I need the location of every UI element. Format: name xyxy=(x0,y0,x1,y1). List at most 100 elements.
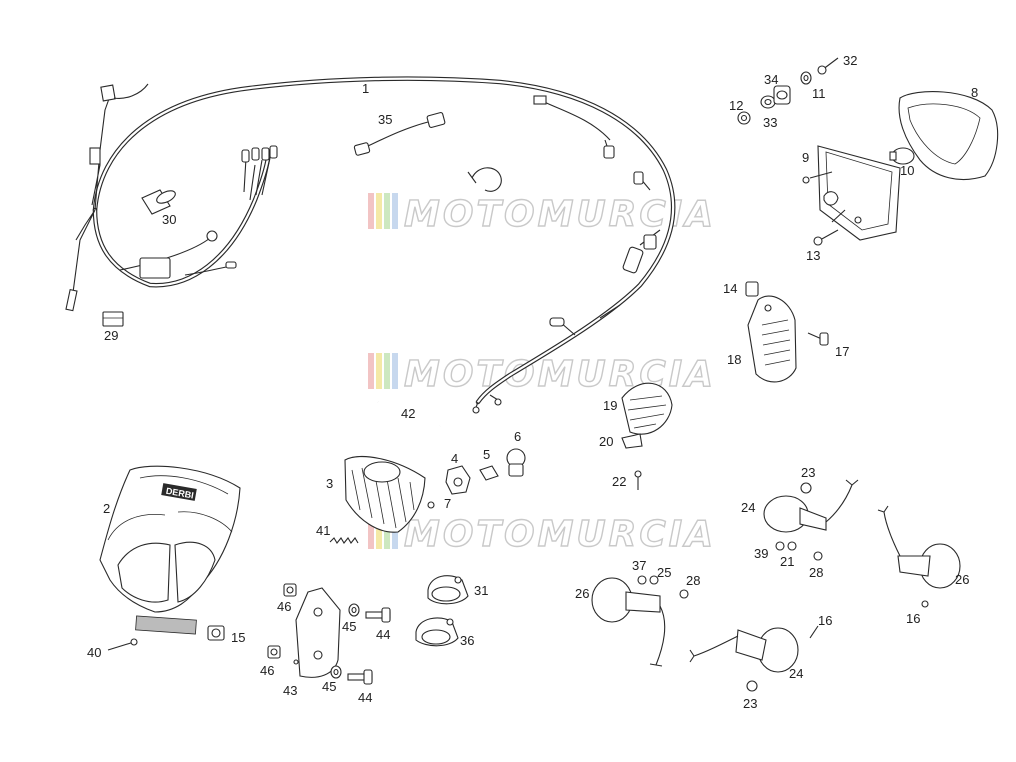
callout-13: 13 xyxy=(806,248,820,263)
callout-23-lower: 23 xyxy=(743,696,757,711)
bracket-plate-43 xyxy=(293,587,341,678)
derbi-badge: DERBI xyxy=(161,483,197,501)
tail-housing-9 xyxy=(802,145,901,241)
tail-bulb-10 xyxy=(889,147,915,165)
callout-28-upper: 28 xyxy=(809,565,823,580)
callout-45-upper: 45 xyxy=(342,619,356,634)
callout-14: 14 xyxy=(723,281,737,296)
callout-21: 21 xyxy=(780,554,794,569)
callout-26-right: 26 xyxy=(955,572,969,587)
callout-5: 5 xyxy=(483,447,490,462)
grommet-ring xyxy=(467,167,502,192)
screw-40 xyxy=(107,638,138,651)
indicator-front-left xyxy=(689,627,799,673)
washer-33 xyxy=(760,95,776,109)
screw-13 xyxy=(813,229,839,246)
washer-37 xyxy=(637,575,647,585)
callout-37: 37 xyxy=(632,558,646,573)
tail-lens-8 xyxy=(898,91,999,180)
callout-15: 15 xyxy=(231,630,245,645)
callout-4: 4 xyxy=(451,451,458,466)
screw-22 xyxy=(634,470,642,490)
callout-20: 20 xyxy=(599,434,613,449)
callout-36: 36 xyxy=(460,633,474,648)
callout-43: 43 xyxy=(283,683,297,698)
callout-24-upper: 24 xyxy=(741,500,755,515)
main-wiring-harness xyxy=(65,76,676,414)
callout-44-lower: 44 xyxy=(358,690,372,705)
callout-46-lower: 46 xyxy=(260,663,274,678)
callout-11: 11 xyxy=(812,86,826,101)
watermark-text: MOTOMURCIA xyxy=(404,514,716,555)
callout-39: 39 xyxy=(754,546,768,561)
callout-34: 34 xyxy=(764,72,778,87)
callout-labels: 1 2 3 4 5 6 7 8 9 10 11 12 13 14 15 16 1… xyxy=(87,53,978,711)
headlamp-reflector xyxy=(344,456,426,533)
callout-19: 19 xyxy=(603,398,617,413)
callout-16-lower: 16 xyxy=(818,613,832,628)
callout-40: 40 xyxy=(87,645,101,660)
callout-32: 32 xyxy=(843,53,857,68)
callout-24-lower: 24 xyxy=(789,666,803,681)
washer-45-upper xyxy=(348,603,360,617)
screw-32 xyxy=(817,57,839,75)
bulb-23-upper xyxy=(800,482,812,494)
washer-45-lower xyxy=(330,665,342,679)
nut-28-lower xyxy=(679,589,689,599)
bulb-6 xyxy=(506,448,526,477)
callout-12: 12 xyxy=(729,98,743,113)
bulb-socket-4 xyxy=(445,465,471,495)
horn-19 xyxy=(621,382,673,435)
brand-logo-text: DERBI xyxy=(165,486,194,501)
screw-16-lower xyxy=(809,625,819,639)
callout-33: 33 xyxy=(763,115,777,130)
callout-18: 18 xyxy=(727,352,741,367)
callout-7: 7 xyxy=(444,496,451,511)
headlight-cowl: DERBI xyxy=(99,465,241,635)
clip-14 xyxy=(745,281,759,297)
grommet-34 xyxy=(773,85,791,105)
horn-bracket-20 xyxy=(621,433,643,449)
watermark-text: MOTOMURCIA xyxy=(404,194,716,235)
clamp-31 xyxy=(427,575,469,605)
hose-strip xyxy=(375,401,441,431)
fuse xyxy=(102,311,124,327)
nut-21 xyxy=(787,541,797,551)
watermark-bottom: MOTOMURCIA xyxy=(368,513,716,556)
callout-23-upper: 23 xyxy=(801,465,815,480)
clamp-36 xyxy=(415,617,459,647)
callout-35: 35 xyxy=(378,112,392,127)
bulb-7 xyxy=(427,501,435,509)
callout-44-upper: 44 xyxy=(376,627,390,642)
watermark-text: MOTOMURCIA xyxy=(404,354,716,395)
indicator-rear-left xyxy=(591,577,666,667)
nut-25 xyxy=(649,575,659,585)
callout-6: 6 xyxy=(514,429,521,444)
nut-15 xyxy=(207,625,225,641)
callout-29: 29 xyxy=(104,328,118,343)
nut-46-upper xyxy=(283,583,297,597)
screw-17 xyxy=(807,332,829,346)
callout-10: 10 xyxy=(900,163,914,178)
callout-2: 2 xyxy=(103,501,110,516)
callout-9: 9 xyxy=(802,150,809,165)
bolt-44-upper xyxy=(365,607,391,623)
nut-12 xyxy=(737,111,751,125)
bolt-44-lower xyxy=(347,669,373,685)
callout-26-left: 26 xyxy=(575,586,589,601)
bulb-23-lower xyxy=(746,680,758,692)
screw-16-right xyxy=(921,600,929,608)
regulator-18 xyxy=(747,295,797,383)
clip-5 xyxy=(479,465,499,481)
callout-25: 25 xyxy=(657,565,671,580)
washer-11 xyxy=(800,71,812,85)
watermark-top: MOTOMURCIA xyxy=(368,193,716,236)
callout-30: 30 xyxy=(162,212,176,227)
callout-41: 41 xyxy=(316,523,330,538)
indicator-rear-right xyxy=(877,505,961,589)
washer-39 xyxy=(775,541,785,551)
callout-16-right: 16 xyxy=(906,611,920,626)
callout-8: 8 xyxy=(971,85,978,100)
callout-46-upper: 46 xyxy=(277,599,291,614)
